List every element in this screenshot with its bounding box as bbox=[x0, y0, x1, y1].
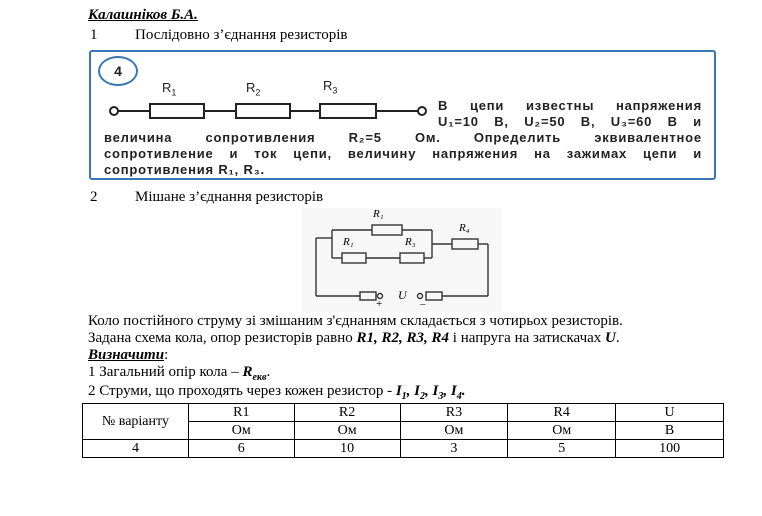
task-item-1: 1 Загальний опір кола – Rекв. bbox=[88, 364, 271, 383]
section-1-number: 1 bbox=[90, 27, 98, 43]
terminal-right bbox=[417, 106, 427, 116]
table-cell: 100 bbox=[615, 439, 724, 458]
paragraph-line-1: Коло постійного струму зі змішаним з'єдн… bbox=[88, 313, 623, 329]
series-circuit-diagram bbox=[109, 103, 427, 119]
paragraph-line-2: Задана схема кола, опор резисторів равно… bbox=[88, 330, 620, 346]
table-cell: 3 bbox=[399, 439, 509, 458]
table-cell-variant: 4 bbox=[82, 439, 189, 458]
problem-box bbox=[89, 50, 716, 180]
diagram-label-plus: + bbox=[376, 298, 383, 310]
problem-text-line-5: сопротивления R₁, R₃. bbox=[104, 162, 265, 177]
mixed-circuit-diagram bbox=[302, 208, 502, 312]
task-item-2: 2 Струми, що проходять через кожен резис… bbox=[88, 383, 466, 402]
label-r2: R2 bbox=[246, 80, 261, 98]
table-cell: 6 bbox=[187, 439, 295, 458]
column-header: R2 bbox=[293, 403, 401, 422]
column-header: R4 bbox=[507, 403, 617, 422]
resistor-r1 bbox=[149, 103, 205, 119]
column-header: U bbox=[615, 403, 724, 422]
label-r3: R3 bbox=[323, 78, 338, 96]
column-unit: В bbox=[615, 421, 724, 440]
problem-number: 4 bbox=[98, 56, 138, 86]
variant-header: № варіанту bbox=[82, 403, 189, 440]
section-2-number: 2 bbox=[90, 189, 98, 205]
table-row: 4 6 10 3 5 100 bbox=[82, 439, 724, 458]
diagram-label-u: U bbox=[398, 288, 407, 302]
diagram-label-r1-mid: R₁ bbox=[343, 236, 354, 248]
section-1-title: Послідовно з’єднання резисторів bbox=[135, 27, 348, 43]
table-cell: 5 bbox=[507, 439, 617, 458]
resistor-r2 bbox=[235, 103, 291, 119]
determine-heading: Визначити: bbox=[88, 347, 169, 363]
variants-table: № варіанту R1 R2 R3 R4 U Ом Ом Ом Ом В 4… bbox=[82, 403, 724, 458]
label-r1: R1 bbox=[162, 80, 177, 98]
terminal-left bbox=[109, 106, 119, 116]
diagram-label-r3: R₃ bbox=[405, 236, 416, 248]
column-header: R3 bbox=[399, 403, 509, 422]
diagram-label-r1-top: R₁ bbox=[373, 208, 384, 220]
resistor-r3 bbox=[319, 103, 377, 119]
table-cell: 10 bbox=[293, 439, 401, 458]
column-unit: Ом bbox=[399, 421, 509, 440]
column-unit: Ом bbox=[507, 421, 617, 440]
diagram-label-minus: – bbox=[420, 298, 426, 310]
author-name: Калашніков Б.А. bbox=[88, 7, 198, 23]
column-unit: Ом bbox=[293, 421, 401, 440]
column-header: R1 bbox=[187, 403, 295, 422]
diagram-label-r4: R₄ bbox=[459, 222, 470, 234]
section-2-title: Мішане з’єднання резисторів bbox=[135, 189, 324, 205]
table-header-row: № варіанту R1 R2 R3 R4 U bbox=[82, 403, 724, 440]
column-unit: Ом bbox=[187, 421, 295, 440]
